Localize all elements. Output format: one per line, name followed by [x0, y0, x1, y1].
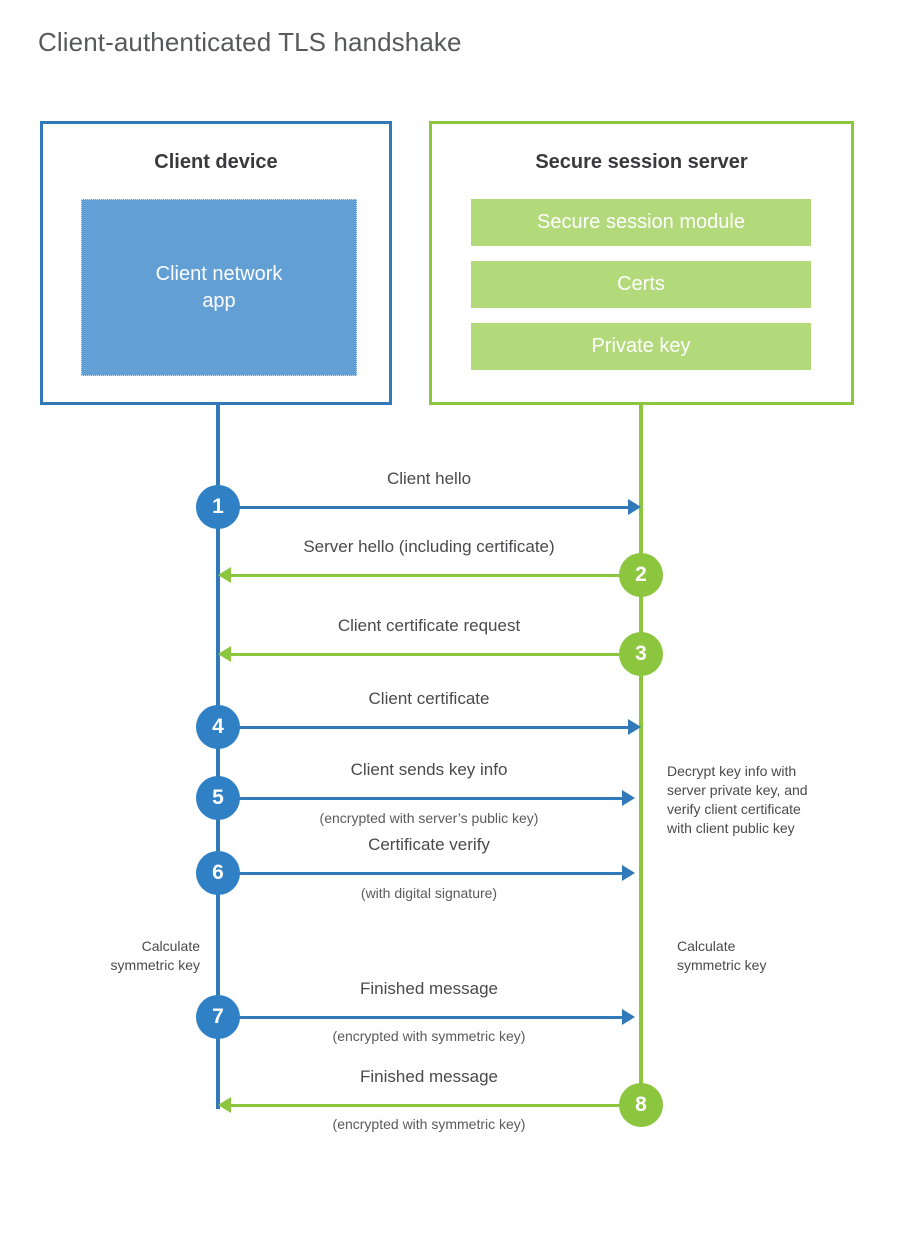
arrow-head-1 [628, 499, 641, 515]
arrow-head-8 [218, 1097, 231, 1113]
step-circle-8[interactable]: 8 [619, 1083, 663, 1127]
arrow-head-3 [218, 646, 231, 662]
secure-session-server-title: Secure session server [535, 151, 748, 173]
arrow-head-5 [622, 790, 635, 806]
arrow-shaft-7 [218, 1016, 622, 1019]
message-sublabel-5: (encrypted with server’s public key) [319, 810, 539, 826]
message-label-7: Finished message [360, 979, 498, 998]
message-sublabel-6: (with digital signature) [360, 885, 498, 901]
server-component-private-key: Private key [471, 323, 811, 370]
arrow-head-2 [218, 567, 231, 583]
arrow-shaft-5 [218, 797, 622, 800]
step-circle-2[interactable]: 2 [619, 553, 663, 597]
step-circle-1[interactable]: 1 [196, 485, 240, 529]
message-label-6: Certificate verify [368, 835, 490, 854]
arrow-head-7 [622, 1009, 635, 1025]
server-component-secure-session-module: Secure session module [471, 199, 811, 246]
step-circle-5[interactable]: 5 [196, 776, 240, 820]
client-device-box: Client device Client network app [40, 121, 392, 405]
arrow-shaft-4 [218, 726, 628, 729]
client-lifeline [216, 402, 220, 1109]
message-label-1: Client hello [386, 469, 472, 488]
step-circle-4[interactable]: 4 [196, 705, 240, 749]
arrow-shaft-1 [218, 506, 628, 509]
arrow-head-6 [622, 865, 635, 881]
message-label-4: Client certificate [368, 689, 490, 708]
message-label-2: Server hello (including certificate) [303, 537, 555, 556]
secure-session-server-box: Secure session server Secure session mod… [429, 121, 854, 405]
message-sublabel-8: (encrypted with symmetric key) [332, 1116, 526, 1132]
arrow-shaft-6 [218, 872, 622, 875]
server-calculate-symmetric-key-note: Calculate symmetric key [677, 938, 767, 973]
step-circle-7[interactable]: 7 [196, 995, 240, 1039]
client-calculate-symmetric-key-note: Calculate symmetric key [110, 938, 200, 973]
arrow-shaft-3 [231, 653, 620, 656]
server-decrypt-note: Decrypt key info with server private key… [667, 763, 808, 836]
client-device-title: Client device [154, 151, 278, 173]
step-circle-6[interactable]: 6 [196, 851, 240, 895]
message-label-5: Client sends key info [350, 760, 508, 779]
arrow-shaft-2 [231, 574, 620, 577]
server-lifeline [639, 402, 643, 1105]
arrow-head-4 [628, 719, 641, 735]
message-label-3: Client certificate request [337, 616, 521, 635]
server-component-certs: Certs [471, 261, 811, 308]
page-title: Client-authenticated TLS handshake [38, 27, 462, 57]
client-network-app-block: Client network app [81, 199, 357, 376]
message-sublabel-7: (encrypted with symmetric key) [332, 1028, 526, 1044]
arrow-shaft-8 [231, 1104, 620, 1107]
step-circle-3[interactable]: 3 [619, 632, 663, 676]
message-label-8: Finished message [360, 1067, 498, 1086]
